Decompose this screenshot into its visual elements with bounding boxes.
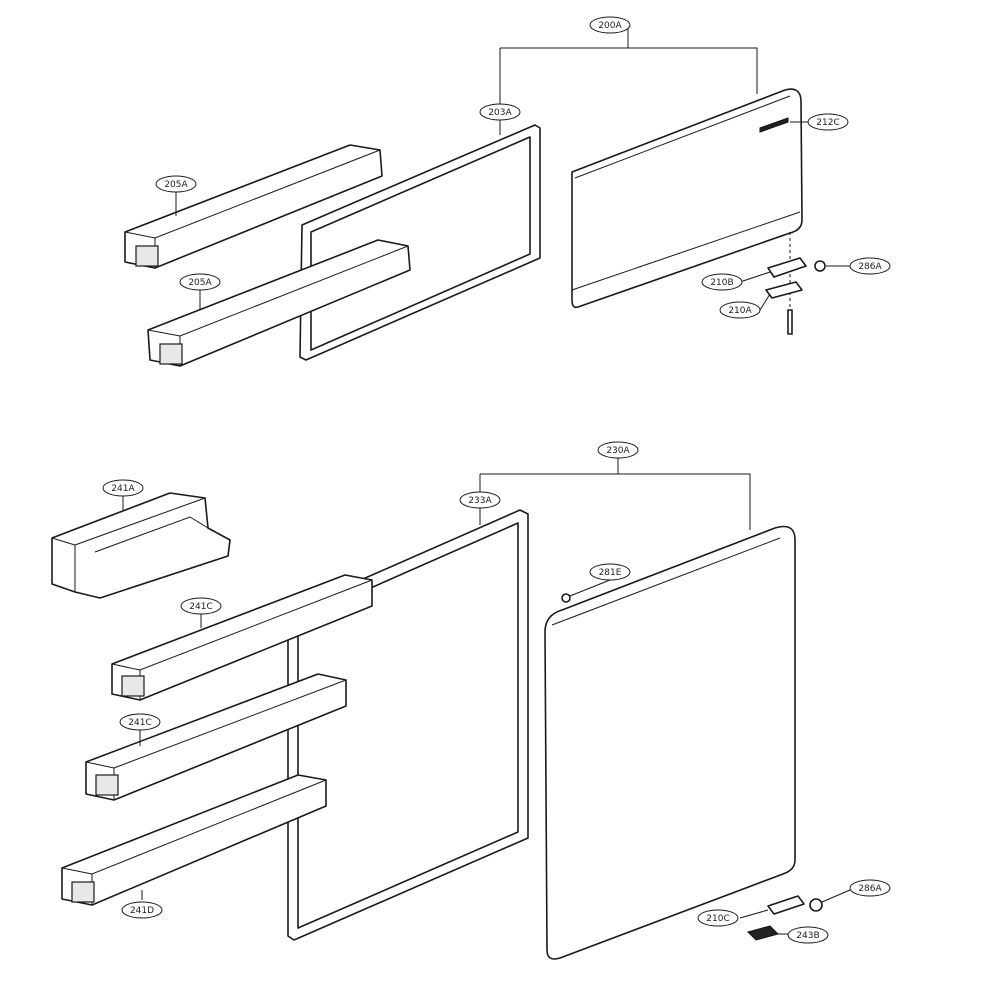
- callout-286A-lower: 286A: [849, 879, 891, 897]
- lower-door-panel: [544, 525, 796, 960]
- callout-label: 210C: [706, 914, 729, 924]
- callout-241C-2: 241C: [119, 713, 161, 731]
- lower-basket-large: [51, 492, 231, 599]
- upper-hinge-assembly: [765, 232, 826, 335]
- callout-205A-bottom: 205A: [179, 273, 221, 291]
- callout-label: 286A: [858, 884, 882, 894]
- lower-basket-1: [111, 574, 373, 701]
- callout-label: 281E: [599, 568, 622, 578]
- callout-label: 241C: [189, 602, 212, 612]
- upper-leader-lines: [175, 28, 850, 311]
- callout-241C-1: 241C: [180, 597, 222, 615]
- callout-label: 243B: [796, 931, 819, 941]
- callout-203A: 203A: [479, 103, 521, 121]
- callout-label: 210B: [710, 278, 733, 288]
- callout-label: 203A: [488, 108, 512, 118]
- callout-241D: 241D: [121, 901, 163, 919]
- lower-hinge-assembly: [561, 593, 823, 941]
- callout-label: 212C: [816, 118, 839, 128]
- callout-210C: 210C: [697, 909, 739, 927]
- callout-label: 230A: [606, 446, 630, 456]
- callout-label: 200A: [598, 21, 622, 31]
- upper-door-panel: [571, 88, 803, 309]
- lower-gasket: [287, 509, 529, 941]
- callout-212C: 212C: [807, 113, 849, 131]
- callout-233A: 233A: [459, 491, 501, 509]
- callout-label: 205A: [188, 278, 212, 288]
- callout-label: 205A: [164, 180, 188, 190]
- callout-286A-upper: 286A: [849, 257, 891, 275]
- callout-205A-top: 205A: [155, 175, 197, 193]
- lower-basket-3: [61, 774, 327, 906]
- callout-label: 233A: [468, 496, 492, 506]
- callout-210A: 210A: [719, 301, 761, 319]
- callout-243B: 243B: [787, 926, 829, 944]
- callout-200A: 200A: [589, 16, 631, 34]
- callout-label: 210A: [728, 306, 752, 316]
- callout-label: 241A: [111, 484, 135, 494]
- callout-230A: 230A: [597, 441, 639, 459]
- callout-label: 286A: [858, 262, 882, 272]
- upper-basket-bottom: [147, 239, 411, 367]
- lower-basket-2: [85, 673, 347, 801]
- callout-241A: 241A: [102, 479, 144, 497]
- upper-basket-top: [124, 144, 383, 269]
- callout-label: 241C: [128, 718, 151, 728]
- callout-210B: 210B: [701, 273, 743, 291]
- callout-label: 241D: [130, 906, 154, 916]
- lower-leader-lines: [122, 458, 851, 935]
- callout-281E: 281E: [589, 563, 631, 581]
